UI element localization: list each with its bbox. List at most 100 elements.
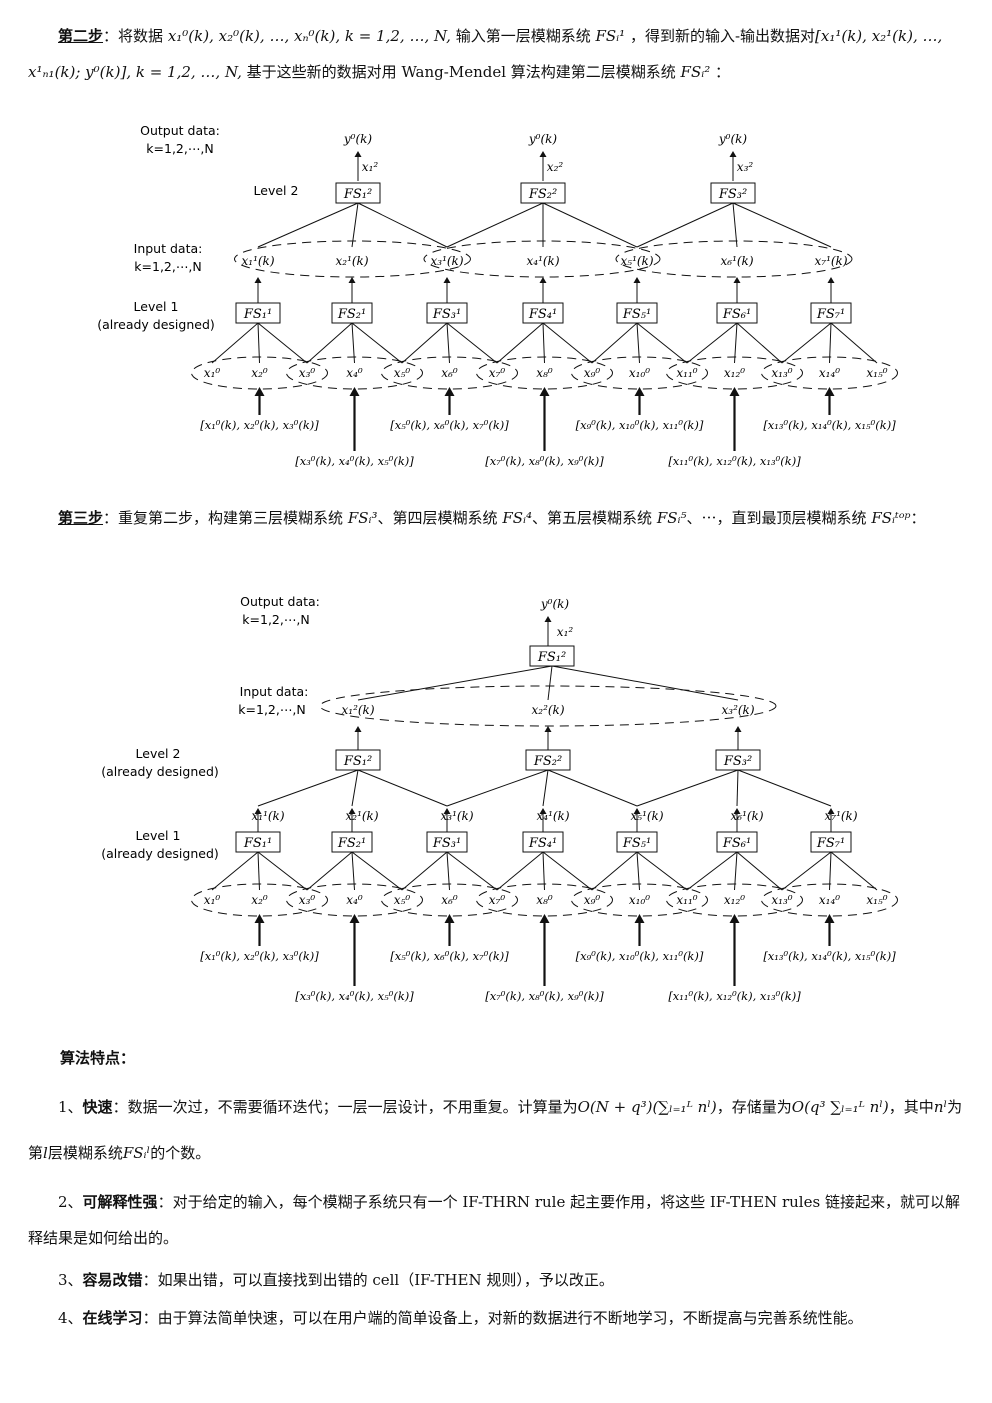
x0-node: x₁⁰ <box>204 893 221 907</box>
fs1-box <box>522 831 564 853</box>
fs1-box-label: FS₅¹ <box>622 836 651 851</box>
x0-node: x₁₄⁰ <box>819 893 840 907</box>
fs2-input-link <box>351 202 359 248</box>
fs1-input-link <box>636 851 688 891</box>
fs1-input-link <box>306 851 353 891</box>
feature-online: 4、在线学习：由于算法简单快速，可以在用户端的简单设备上，对新的数据进行不断地学… <box>58 1309 863 1327</box>
level1-output-arrow-head <box>539 808 547 814</box>
x0-node: x₉⁰ <box>584 366 601 380</box>
fs1-box-label: FS₄¹ <box>528 836 557 851</box>
top-input-link <box>357 665 553 701</box>
fs2-box-label: FS₃² <box>723 754 752 769</box>
output-node: y⁰(k) <box>540 597 570 611</box>
new-data-pairs-formula: [x₁¹(k), x₂¹(k), …, x¹ₙ₁(k); y⁰(k)], k =… <box>28 27 943 81</box>
fs1-input-link <box>636 322 688 364</box>
x0-node: x₅⁰ <box>394 893 411 907</box>
x0-node: x₇⁰ <box>489 366 506 380</box>
level1-output-arrow-head <box>827 808 835 814</box>
fs1-input-link <box>496 851 544 891</box>
x0-node: x₁₂⁰ <box>724 366 745 380</box>
fs1-box <box>716 302 758 324</box>
fs2-input-link <box>732 202 832 248</box>
output-node: y⁰(k) <box>528 132 558 146</box>
level2-output-arrow-head <box>354 726 362 732</box>
fs2-input-link <box>257 769 359 807</box>
x0-node: x₆⁰ <box>441 893 458 907</box>
fs1-input-link <box>830 851 878 891</box>
x0-node: x₈⁰ <box>536 893 553 907</box>
level1-output-arrow-head <box>443 808 451 814</box>
output-data-range: k=1,2,⋯,N <box>242 612 309 627</box>
data-input-arrow-head <box>824 914 835 923</box>
level1-output-ellipse <box>423 240 661 278</box>
input-data-label: Input data: <box>134 241 203 256</box>
level1-output-arrow-head <box>827 277 835 283</box>
feature-error-fix: 3、容易改错：如果出错，可以直接找到出错的 cell（IF-THEN 规则），予… <box>58 1271 614 1289</box>
input-group-label: [x₉⁰(k), x₁₀⁰(k), x₁₁⁰(k)] <box>576 949 704 963</box>
fs2-input-link <box>636 202 734 248</box>
level2-output-arrow-head <box>734 726 742 732</box>
fs1-input-link <box>829 851 832 891</box>
output-data-label: Output data: <box>140 123 220 138</box>
fs1-box <box>616 302 658 324</box>
level1-output-arrow-head <box>443 277 451 283</box>
feature-fast: 1、快速：数据一次过，不需要循环迭代；一层一层设计，不用重复。计算量为O(N +… <box>28 1098 963 1162</box>
x0-node: x₁₃⁰ <box>771 366 792 380</box>
level1-output-arrow-head <box>633 808 641 814</box>
output-arrow-head <box>354 151 362 157</box>
fs1-input-link <box>542 851 545 891</box>
fs1-box-label: FS₁¹ <box>243 836 272 851</box>
input-data-range: k=1,2,⋯,N <box>134 259 201 274</box>
input-group-label: [x₁₁⁰(k), x₁₂⁰(k), x₁₃⁰(k)] <box>668 989 801 1003</box>
input-group-label: [x₅⁰(k), x₆⁰(k), x₇⁰(k)] <box>390 949 509 963</box>
input-group-label: [x₁₃⁰(k), x₁₄⁰(k), x₁₅⁰(k)] <box>763 949 896 963</box>
fs1-input-link <box>446 322 498 364</box>
level1-output-arrow-head <box>254 277 262 283</box>
level1-output-arrow-head <box>254 808 262 814</box>
fs1-box <box>331 302 373 324</box>
fs2-box-label: FS₃² <box>718 187 747 202</box>
fs1-box-label: FS₃¹ <box>432 836 461 851</box>
step2-label: 第二步 <box>58 27 104 45</box>
fs2-input-link <box>542 202 638 248</box>
features-heading: 算法特点： <box>60 1049 136 1067</box>
input-group-label: [x₃⁰(k), x₄⁰(k), x₅⁰(k)] <box>295 454 414 468</box>
data-input-arrow-head <box>539 387 550 396</box>
fs1-input-link <box>686 322 738 364</box>
input-group-label: [x₇⁰(k), x₈⁰(k), x₉⁰(k)] <box>485 454 604 468</box>
fs1-box <box>522 302 564 324</box>
data-input-arrow-head <box>444 387 455 396</box>
fs1-input-link <box>211 322 259 364</box>
x0-node: x₁₄⁰ <box>819 366 840 380</box>
data-input-arrow-head <box>634 387 645 396</box>
output-edge-label: x₁² <box>362 160 379 174</box>
data-input-arrow-head <box>254 914 265 923</box>
fs1-input-link <box>211 851 259 891</box>
output-edge-label: x₃² <box>737 160 754 174</box>
fs2-input-link <box>542 769 549 807</box>
x0-node: x₆⁰ <box>441 366 458 380</box>
fs1-input-link <box>734 851 738 891</box>
input-group-label: [x₁₃⁰(k), x₁₄⁰(k), x₁₅⁰(k)] <box>763 418 896 432</box>
x1-node: x₆¹(k) <box>720 254 753 268</box>
fs1-input-link <box>306 322 353 364</box>
step3-paragraph: 第三步：重复第二步，构建第三层模糊系统 FSᵢ³、第四层模糊系统 FSᵢ⁴、第五… <box>58 509 926 527</box>
input-group-label: [x₁⁰(k), x₂⁰(k), x₃⁰(k)] <box>200 418 319 432</box>
x0-node: x₁₀⁰ <box>629 366 650 380</box>
x0-node: x₃⁰ <box>299 893 316 907</box>
fs1-box <box>810 302 852 324</box>
fs1-input-link <box>351 322 355 364</box>
fs1-input-link <box>736 322 783 364</box>
feature-interpretable-title: 可解释性强 <box>82 1193 158 1211</box>
data-input-arrow-head <box>349 387 360 396</box>
level1-output-arrow-head <box>733 808 741 814</box>
fs1-input-link <box>829 322 832 364</box>
level1-output-arrow-head <box>633 277 641 283</box>
fs1-input-link <box>542 322 593 364</box>
output-edge-label: x₁² <box>557 625 574 639</box>
fs-top-box-label: FS₁² <box>537 650 566 665</box>
level1-label: Level 1 <box>134 299 179 314</box>
x2-node: x₃²(k) <box>721 703 754 717</box>
level2-note: (already designed) <box>101 764 219 779</box>
